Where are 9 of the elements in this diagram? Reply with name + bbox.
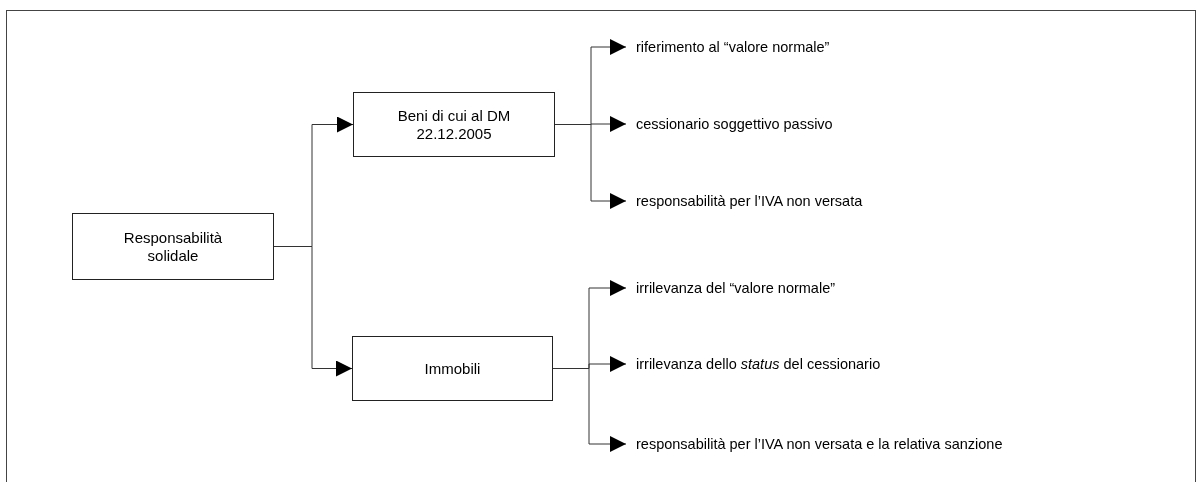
branch-text: responsabilità per l’IVA non versata <box>636 191 936 211</box>
branch-text: irrilevanza dello status del cessionario <box>636 354 936 374</box>
branch-text: riferimento al “valore normale” <box>636 37 896 57</box>
branch-text: irrilevanza del “valore normale” <box>636 278 896 298</box>
process-box: Beni di cui al DM 22.12.2005 <box>353 92 555 157</box>
process-box: Responsabilità solidale <box>72 213 274 280</box>
process-box: Immobili <box>352 336 553 401</box>
branch-text: cessionario soggettivo passivo <box>636 114 896 134</box>
branch-text: responsabilità per l’IVA non versata e la relativa sanzione <box>636 434 1096 454</box>
